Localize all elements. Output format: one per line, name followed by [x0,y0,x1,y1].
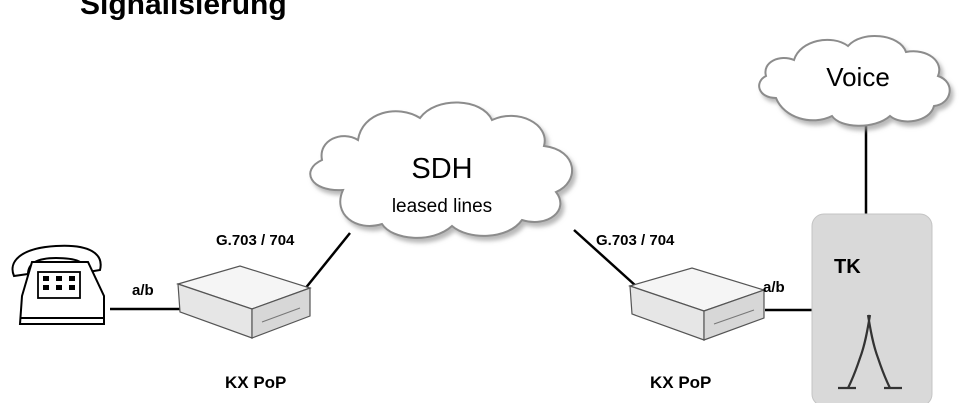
tk-label: TK [834,256,861,278]
link-label-ab-left: a/b [132,282,154,299]
sdh-cloud-subtitle: leased lines [392,196,492,217]
link-label-g703-right: G.703 / 704 [596,232,675,249]
modem-icon [175,265,312,339]
tk-node: TK [811,213,933,403]
link-label-ab-right: a/b [763,279,785,296]
modem-icon [627,267,766,341]
modem-right-label: KX PoP [650,373,711,392]
sdh-cloud-title: SDH [411,153,472,185]
switch-cross-icon [838,314,902,390]
sdh-cloud: SDH leased lines [309,101,573,239]
modem-left-label: KX PoP [225,373,286,392]
modem-right: KX PoP [627,267,766,392]
telephone [11,244,105,325]
link-sdh-modem-right [573,229,637,287]
voice-cloud-title: Voice [826,62,890,92]
modem-left: KX PoP [175,265,312,392]
cloud-icon [758,34,951,127]
diagram-title: Signalisierung [80,0,287,21]
link-label-g703-left: G.703 / 704 [216,232,295,249]
cloud-icon [309,101,573,239]
voice-cloud: Voice [758,34,951,127]
telephone-icon [11,244,105,325]
